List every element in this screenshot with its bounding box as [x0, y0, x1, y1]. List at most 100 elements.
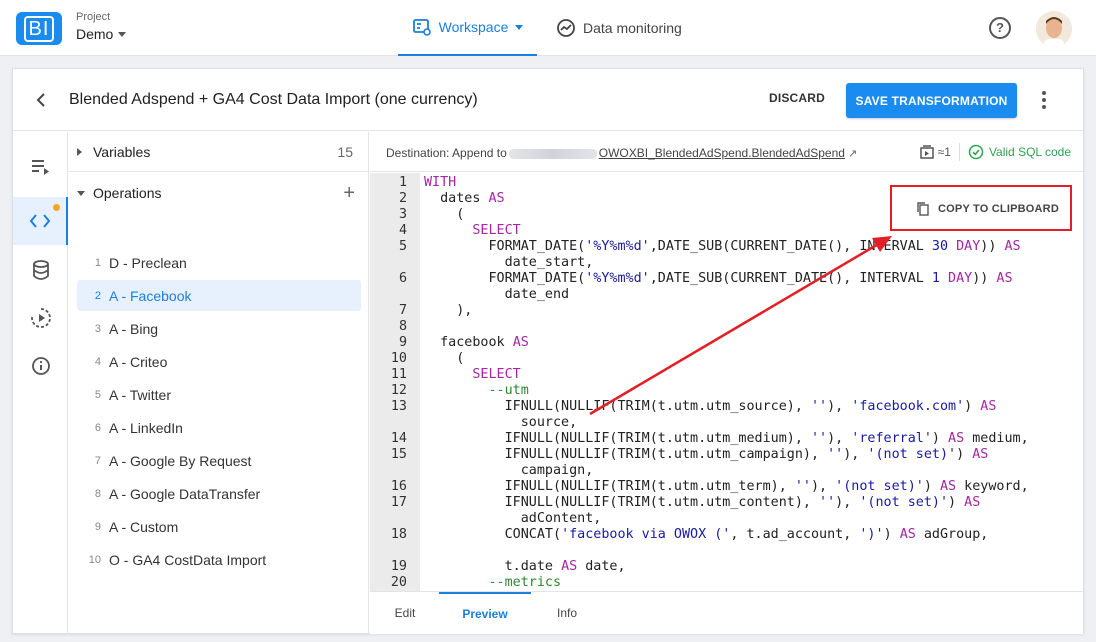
- operation-item[interactable]: 4 A - Criteo: [77, 346, 361, 377]
- operation-number: 7: [94, 454, 101, 467]
- workspace-icon: [412, 19, 431, 36]
- external-link-icon[interactable]: ↗: [847, 148, 858, 160]
- operation-number: 4: [94, 355, 101, 368]
- code-text: --utm: [424, 383, 529, 398]
- bi-logo[interactable]: BI: [16, 12, 62, 45]
- code-text: date_start,: [424, 255, 594, 270]
- line-number: 3: [398, 207, 407, 222]
- line-number: 9: [398, 335, 407, 350]
- code-text: date_end: [424, 287, 570, 302]
- operation-number: 6: [94, 421, 101, 434]
- monitoring-icon: [557, 19, 575, 37]
- collapse-icon: [77, 190, 85, 196]
- operation-number: 3: [94, 322, 101, 335]
- add-operation-icon[interactable]: +: [343, 182, 355, 204]
- code-text: IFNULL(NULLIF(TRIM(t.utm.utm_source), ''…: [424, 399, 997, 414]
- operation-label: A - Facebook: [109, 287, 192, 304]
- code-text: IFNULL(NULLIF(TRIM(t.utm.utm_medium), ''…: [424, 431, 1029, 446]
- rail-item-info[interactable]: [13, 342, 68, 390]
- blurred-project-id: [508, 148, 597, 159]
- operation-label: A - Twitter: [109, 386, 171, 403]
- avatar-image: [1036, 11, 1072, 47]
- line-number: 7: [398, 303, 407, 318]
- project-selector[interactable]: Project Demo: [76, 11, 127, 42]
- line-number: 1: [398, 175, 407, 190]
- operation-number: 9: [94, 520, 101, 533]
- code-text: IFNULL(NULLIF(TRIM(t.utm.utm_content), '…: [424, 495, 981, 510]
- code-text: IFNULL(NULLIF(TRIM(t.utm.utm_term), ''),…: [424, 479, 1029, 494]
- info-icon: [31, 357, 50, 375]
- copy-icon: [917, 202, 929, 216]
- operation-item[interactable]: 5 A - Twitter: [77, 379, 361, 410]
- project-label: Project: [76, 11, 111, 23]
- operation-item[interactable]: 9 A - Custom: [77, 511, 361, 542]
- transformation-card: Blended Adspend + GA4 Cost Data Import (…: [12, 68, 1084, 634]
- chevron-down-icon: [515, 24, 524, 30]
- more-options-icon[interactable]: [1039, 91, 1049, 111]
- copy-to-clipboard-button[interactable]: COPY TO CLIPBOARD: [905, 194, 1070, 224]
- operation-number: 5: [94, 388, 101, 401]
- variables-section[interactable]: Variables 15: [69, 132, 369, 172]
- avatar[interactable]: [1036, 11, 1072, 47]
- operation-label: A - Google By Request: [109, 452, 252, 469]
- rail-item-database[interactable]: [13, 246, 68, 294]
- rail-item-list[interactable]: [13, 142, 68, 190]
- line-number: 6: [398, 271, 407, 286]
- rail-item-schedule[interactable]: [13, 294, 68, 342]
- code-text: (: [424, 207, 465, 222]
- line-number: 16: [390, 479, 407, 494]
- line-number: 10: [390, 351, 407, 366]
- left-rail: [13, 132, 68, 634]
- help-icon[interactable]: ?: [989, 17, 1011, 39]
- destination-link[interactable]: OWOXBI_BlendedAdSpend.BlendedAdSpend: [598, 146, 845, 160]
- tab-info[interactable]: Info: [556, 606, 577, 620]
- list-play-icon: [31, 160, 49, 175]
- approx-indicator[interactable]: ≈1: [919, 144, 951, 160]
- valid-sql-status: Valid SQL code: [968, 144, 1071, 160]
- tab-edit[interactable]: Edit: [394, 606, 416, 620]
- code-text: --metrics: [424, 575, 562, 590]
- back-arrow-icon[interactable]: [33, 91, 49, 109]
- code-text: ),: [424, 303, 473, 318]
- operation-item[interactable]: 7 A - Google By Request: [77, 445, 361, 476]
- tab-workspace[interactable]: Workspace: [398, 0, 537, 56]
- line-number: 20: [390, 575, 407, 590]
- operations-section[interactable]: Operations +: [69, 173, 369, 213]
- check-circle-icon: [968, 144, 984, 160]
- rail-item-code[interactable]: [13, 197, 68, 245]
- code-text: FORMAT_DATE('%Y%m%d',DATE_SUB(CURRENT_DA…: [424, 271, 1013, 286]
- save-transformation-button[interactable]: SAVE TRANSFORMATION: [846, 83, 1017, 118]
- code-text: source,: [424, 415, 578, 430]
- project-name[interactable]: Demo: [76, 26, 127, 42]
- operation-label: A - Criteo: [109, 353, 168, 370]
- variables-count: 15: [337, 143, 353, 160]
- line-number: 13: [390, 399, 407, 414]
- line-number: 4: [398, 223, 407, 238]
- line-number: 2: [398, 191, 407, 206]
- operation-label: A - Custom: [109, 518, 179, 535]
- page-title: Blended Adspend + GA4 Cost Data Import (…: [69, 91, 478, 108]
- tab-preview[interactable]: Preview: [439, 592, 531, 634]
- tab-data-monitoring[interactable]: Data monitoring: [556, 0, 682, 56]
- code-text: IFNULL(NULLIF(TRIM(t.utm.utm_campaign), …: [424, 447, 989, 462]
- line-number: 18: [390, 527, 407, 542]
- operation-number: 8: [94, 487, 101, 500]
- divider: [958, 143, 960, 161]
- code-text: dates AS: [424, 191, 505, 206]
- database-icon: [32, 260, 49, 280]
- code-text: SELECT: [472, 223, 521, 238]
- line-number: 11: [390, 367, 407, 382]
- code-icon: [29, 214, 50, 228]
- discard-button[interactable]: DISCARD: [768, 91, 826, 105]
